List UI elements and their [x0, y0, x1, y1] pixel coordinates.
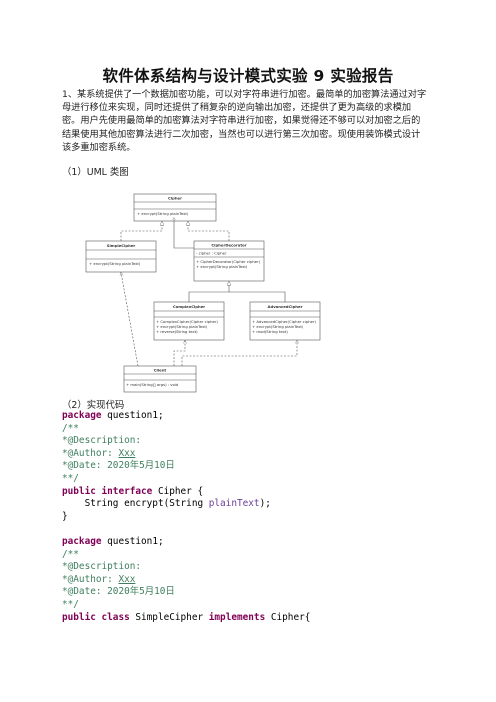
code-line: package question1;	[62, 410, 482, 423]
uml-class-simplecipher: SimpleCipher + encrypt(String plainText)	[85, 240, 157, 273]
uml-class-attribute: - cipher : Cipher	[196, 251, 227, 256]
code-text: question1;	[101, 535, 164, 547]
code-comment: /**	[62, 422, 79, 434]
code-text: Cipher{	[265, 611, 311, 623]
uml-class-cipher: Cipher + encrypt(String plainText)	[133, 193, 217, 222]
intro-line: 结果使用其他加密算法进行二次加密，当然也可以进行第三次加密。现使用装饰模式设计	[62, 128, 421, 140]
code-comment: *@Date: 2020年5月10日	[62, 586, 175, 598]
uml-class-operation: + main(String[] args) : void	[126, 382, 179, 387]
keyword: public interface	[62, 485, 153, 497]
uml-class-operation: + reverse(String text)	[156, 329, 198, 334]
blank-line	[62, 523, 482, 536]
realization-line	[120, 222, 162, 241]
code-text: );	[259, 498, 271, 510]
dependency-line	[121, 273, 139, 367]
code-text: String encrypt(String	[62, 498, 209, 510]
uml-class-operation: + encrypt(String plainText)	[196, 264, 248, 269]
code-comment: /**	[62, 548, 79, 560]
uml-class-name: Cipher	[168, 196, 182, 201]
code-comment: *@Author: Xxx	[62, 448, 482, 461]
code-line: public interface Cipher {	[62, 486, 482, 499]
uml-relationships	[120, 217, 297, 367]
intro-line: 母进行移位来实现，同时还提供了稍复杂的逆向输出加密，还提供了更为高级的求模加	[62, 102, 412, 114]
code-text: *@Author:	[62, 447, 119, 459]
uml-class-operation: + encrypt(String plainText)	[252, 324, 304, 329]
keyword: implements	[208, 611, 266, 623]
uml-class-diagram: Cipher + encrypt(String plainText) Simpl…	[85, 193, 321, 393]
section-heading-uml: （1）UML 类图	[62, 167, 129, 178]
uml-class-operation: + encrypt(String plainText)	[89, 261, 141, 266]
parameter-name: plainText	[208, 498, 260, 510]
code-text: SimpleCipher	[129, 611, 209, 623]
code-listing: package question1; /** *@Description: *@…	[62, 410, 482, 624]
code-comment: *@Description:	[62, 435, 142, 447]
uml-class-name: ComplexCipher	[173, 304, 205, 309]
code-line: public class SimpleCipher implements Cip…	[62, 612, 482, 625]
uml-class-name: CipherDecorator	[211, 243, 246, 248]
generalization-line	[188, 282, 229, 302]
uml-class-operation: + encrypt(String plainText)	[137, 211, 189, 216]
keyword: package	[62, 535, 102, 547]
realization-line	[188, 222, 230, 241]
code-text: *@Author:	[62, 573, 119, 585]
keyword: package	[62, 410, 102, 421]
intro-line: 该多重加密系统。	[62, 141, 136, 153]
uml-class-operation: + ComplexCipher(Cipher cipher)	[156, 319, 218, 324]
uml-class-operation: + encrypt(String plainText)	[156, 324, 208, 329]
generalization-line	[229, 291, 286, 302]
code-comment: *@Date: 2020年5月10日	[62, 460, 175, 472]
author-name: Xxx	[118, 573, 136, 585]
uml-class-name: SimpleCipher	[107, 243, 136, 248]
dependency-line	[181, 341, 297, 366]
uml-class-client: Client + main(String[] args) : void	[123, 365, 197, 393]
uml-class-name: AdvancedCipher	[268, 304, 303, 309]
code-comment: *@Description:	[62, 561, 142, 573]
intro-line: 密。用户先使用最简单的加密算法对字符串进行加密，如果觉得还不够可以对加密之后的	[62, 115, 421, 127]
code-comment: **/	[62, 598, 79, 610]
code-line: }	[62, 510, 68, 522]
problem-description: 1、某系统提供了一个数据加密功能，可以对字符串进行加密。最简单的加密算法通过对字…	[62, 88, 434, 154]
code-text: question1;	[101, 410, 164, 421]
code-line: String encrypt(String plainText);	[62, 498, 482, 511]
author-name: Xxx	[118, 447, 136, 459]
page-title: 软件体系结构与设计模式实验 9 实验报告	[102, 67, 394, 85]
code-comment: *@Author: Xxx	[62, 574, 482, 587]
code-line: package question1;	[62, 536, 482, 549]
uml-class-name: Client	[154, 368, 167, 373]
intro-line: 1、某系统提供了一个数据加密功能，可以对字符串进行加密。最简单的加密算法通过对字	[62, 89, 427, 100]
code-comment: **/	[62, 472, 79, 484]
keyword: public class	[62, 611, 130, 623]
uml-class-operation: + AdvancedCipher(Cipher cipher)	[252, 319, 317, 324]
dependency-line	[173, 341, 185, 366]
code-text: Cipher {	[152, 485, 204, 497]
section-heading-code: （2）实现代码	[62, 400, 125, 411]
uml-class-complexcipher: ComplexCipher + ComplexCipher(Cipher cip…	[153, 301, 225, 341]
uml-class-cipherdecorator: CipherDecorator - cipher : Cipher + Ciph…	[193, 240, 265, 282]
uml-class-operation: + mod(String text)	[252, 329, 288, 334]
uml-class-operation: + CipherDecorator(Cipher cipher)	[196, 259, 261, 264]
uml-class-advancedcipher: AdvancedCipher + AdvancedCipher(Cipher c…	[249, 301, 321, 341]
aggregation-line	[172, 217, 194, 249]
